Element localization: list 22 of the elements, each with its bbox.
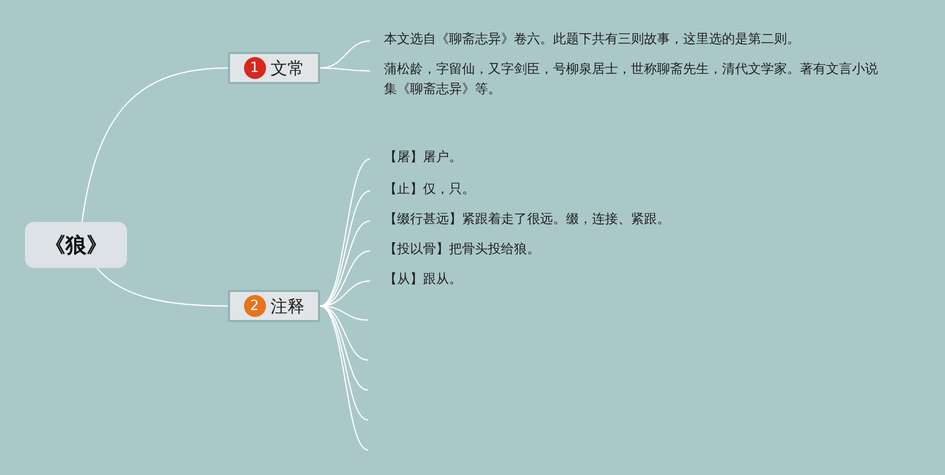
note-text: 【止】仅，只。 [384,181,476,199]
note-text: 【缀行甚远】紧跟着走了很远。缀，连接、紧跟。 [384,211,671,229]
root-topic-box [25,222,127,268]
note-text: 【从】跟从。 [384,271,463,289]
topic-box [228,290,320,322]
note-text: 蒲松龄，字留仙，又字剑臣，号柳泉居士，世称聊斋先生，清代文学家。著有文言小说集《聊斋志异》等。 [384,61,879,99]
topic-label: 文常 [270,58,304,80]
note-text: 【屠】屠户。 [384,149,463,167]
topic-label: 注释 [270,296,304,318]
topic-box [228,52,320,84]
note-text: 【投以骨】把骨头投给狼。 [384,241,541,259]
number-badge: 1 [244,57,266,79]
branch-line [96,268,228,307]
branch-line [320,40,370,69]
note-text: 本文选自《聊斋志异》卷六。此题下共有三则故事，这里选的是第二则。 [384,31,801,49]
branch-line [320,190,370,307]
branch-line [320,67,370,72]
branch-line [81,67,228,222]
branch-line [320,305,368,451]
root-topic-label: 《狼》 [44,232,108,259]
number-badge: 2 [244,295,266,317]
branch-line [320,158,370,307]
